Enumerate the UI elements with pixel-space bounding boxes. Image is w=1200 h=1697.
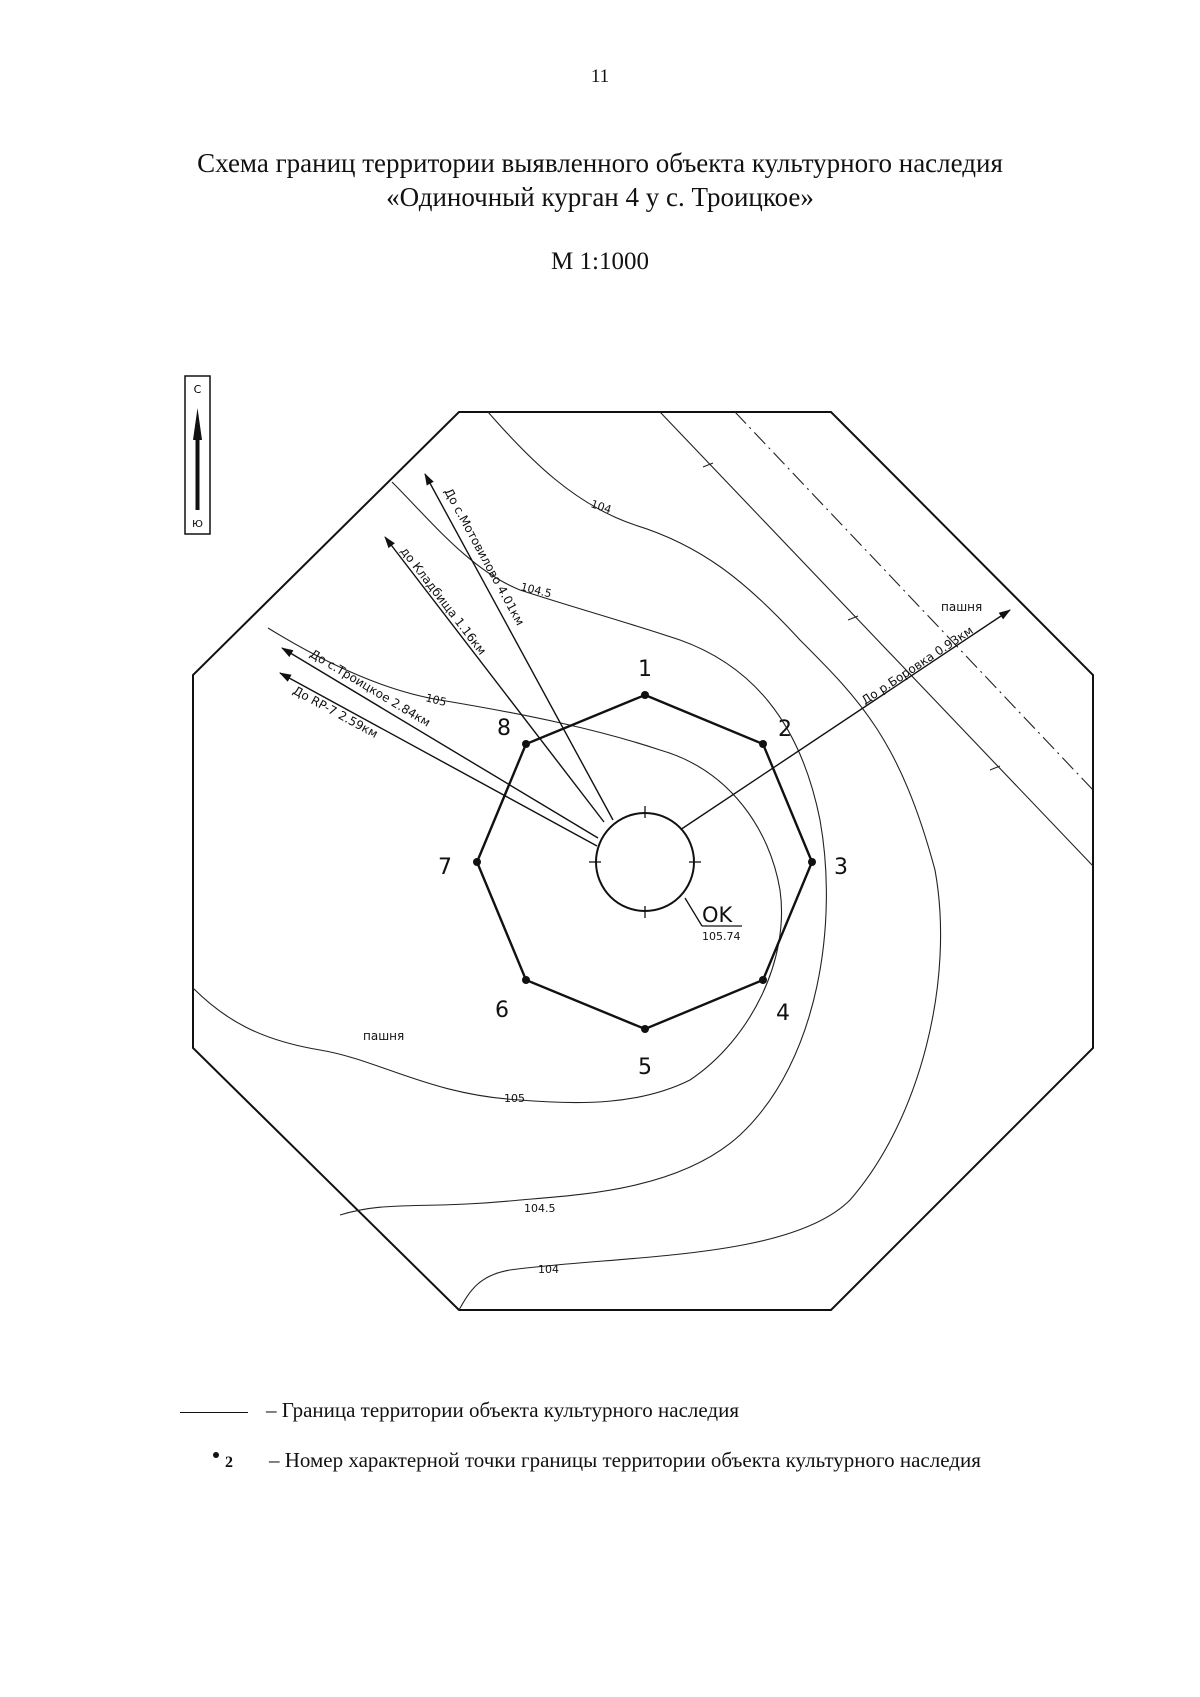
point-number-3: 3 bbox=[834, 855, 848, 880]
contour-label-1045-bottom: 104.5 bbox=[524, 1202, 556, 1215]
point-number-7: 7 bbox=[438, 855, 452, 880]
legend-point-number: 2 bbox=[225, 1454, 233, 1471]
field-edge-line bbox=[659, 411, 1094, 867]
mound-leader-line bbox=[684, 897, 703, 927]
point-number-2: 2 bbox=[778, 717, 792, 742]
point-number-5: 5 bbox=[638, 1055, 652, 1080]
north-arrow-icon bbox=[193, 408, 202, 440]
compass-north-label: С bbox=[194, 383, 202, 396]
contour-104 bbox=[458, 411, 942, 1311]
compass-needle bbox=[195, 440, 200, 510]
title-line-2: «Одиночный курган 4 у с. Троицкое» bbox=[386, 182, 814, 212]
road-lines bbox=[659, 411, 1094, 867]
mound-elevation: 105.74 bbox=[702, 930, 741, 943]
boundary-point-3 bbox=[808, 858, 816, 866]
field-labels: пашня пашня bbox=[363, 600, 982, 1043]
contour-label-104-top: 104 bbox=[589, 497, 613, 516]
arrow-cemetery bbox=[384, 536, 605, 823]
contour-104-5 bbox=[339, 481, 827, 1216]
legend-point-dot bbox=[213, 1452, 219, 1458]
contour-labels: 104 104.5 105 105 104.5 104 bbox=[424, 497, 613, 1276]
point-number-8: 8 bbox=[497, 716, 511, 741]
field-label-sw: пашня bbox=[363, 1029, 404, 1043]
contour-105 bbox=[192, 627, 783, 1104]
mound-label: OK bbox=[702, 903, 734, 927]
field-label-ne: пашня bbox=[941, 600, 982, 614]
mound-object: OK 105.74 bbox=[589, 806, 742, 943]
page-title: Схема границ территории выявленного объе… bbox=[0, 146, 1200, 214]
contour-label-104-bottom: 104 bbox=[538, 1263, 559, 1276]
boundary-point-4 bbox=[759, 976, 767, 984]
map-scale: М 1:1000 bbox=[551, 248, 649, 275]
compass-frame bbox=[184, 375, 211, 535]
boundary-point-5 bbox=[641, 1025, 649, 1033]
point-number-4: 4 bbox=[776, 1001, 790, 1026]
title-line-1: Схема границ территории выявленного объе… bbox=[197, 148, 1003, 178]
edge-ticks bbox=[702, 462, 1001, 771]
legend-point-text: – Номер характерной точки границы террит… bbox=[269, 1448, 981, 1472]
legend-point: 2 – Номер характерной точки границы терри… bbox=[213, 1448, 981, 1473]
mound-ticks bbox=[589, 806, 701, 918]
arrow-rp7 bbox=[279, 672, 598, 847]
boundary-point-6 bbox=[522, 976, 530, 984]
label-borovka: До р.Боровка 0.93км bbox=[859, 623, 976, 707]
label-troitskoe: До с.Троицкое 2.84км bbox=[307, 647, 433, 730]
contour-lines bbox=[192, 411, 942, 1311]
contour-label-105-top: 105 bbox=[424, 691, 448, 709]
boundary-point-1 bbox=[641, 691, 649, 699]
point-number-6: 6 bbox=[495, 998, 509, 1023]
arrow-borovka bbox=[679, 609, 1011, 831]
legend-boundary-text: – Граница территории объекта культурного… bbox=[266, 1398, 740, 1422]
contour-label-1045-top: 104.5 bbox=[519, 580, 553, 600]
compass-south-label: Ю bbox=[192, 519, 203, 530]
arrow-troitskoe bbox=[281, 647, 599, 839]
legend-boundary: – Граница территории объекта культурного… bbox=[180, 1398, 739, 1423]
legend-boundary-line bbox=[180, 1411, 248, 1413]
label-cemetery: до Кладбища 1.16км bbox=[398, 544, 489, 657]
compass: С Ю bbox=[184, 375, 211, 535]
boundary-points bbox=[473, 691, 816, 1033]
contour-label-105-bottom: 105 bbox=[504, 1092, 525, 1105]
point-numbers: 1 2 3 4 5 6 7 8 bbox=[438, 657, 848, 1080]
page-number: 11 bbox=[590, 66, 610, 87]
boundary-point-2 bbox=[759, 740, 767, 748]
boundary-point-7 bbox=[473, 858, 481, 866]
mound-circle bbox=[595, 812, 695, 912]
boundary-point-8 bbox=[522, 740, 530, 748]
point-number-1: 1 bbox=[638, 657, 652, 682]
map-frame bbox=[192, 411, 1094, 1311]
direction-arrows bbox=[279, 473, 1011, 847]
arrow-motovilovo bbox=[424, 473, 614, 821]
dashdot-boundary-line bbox=[734, 411, 1094, 791]
